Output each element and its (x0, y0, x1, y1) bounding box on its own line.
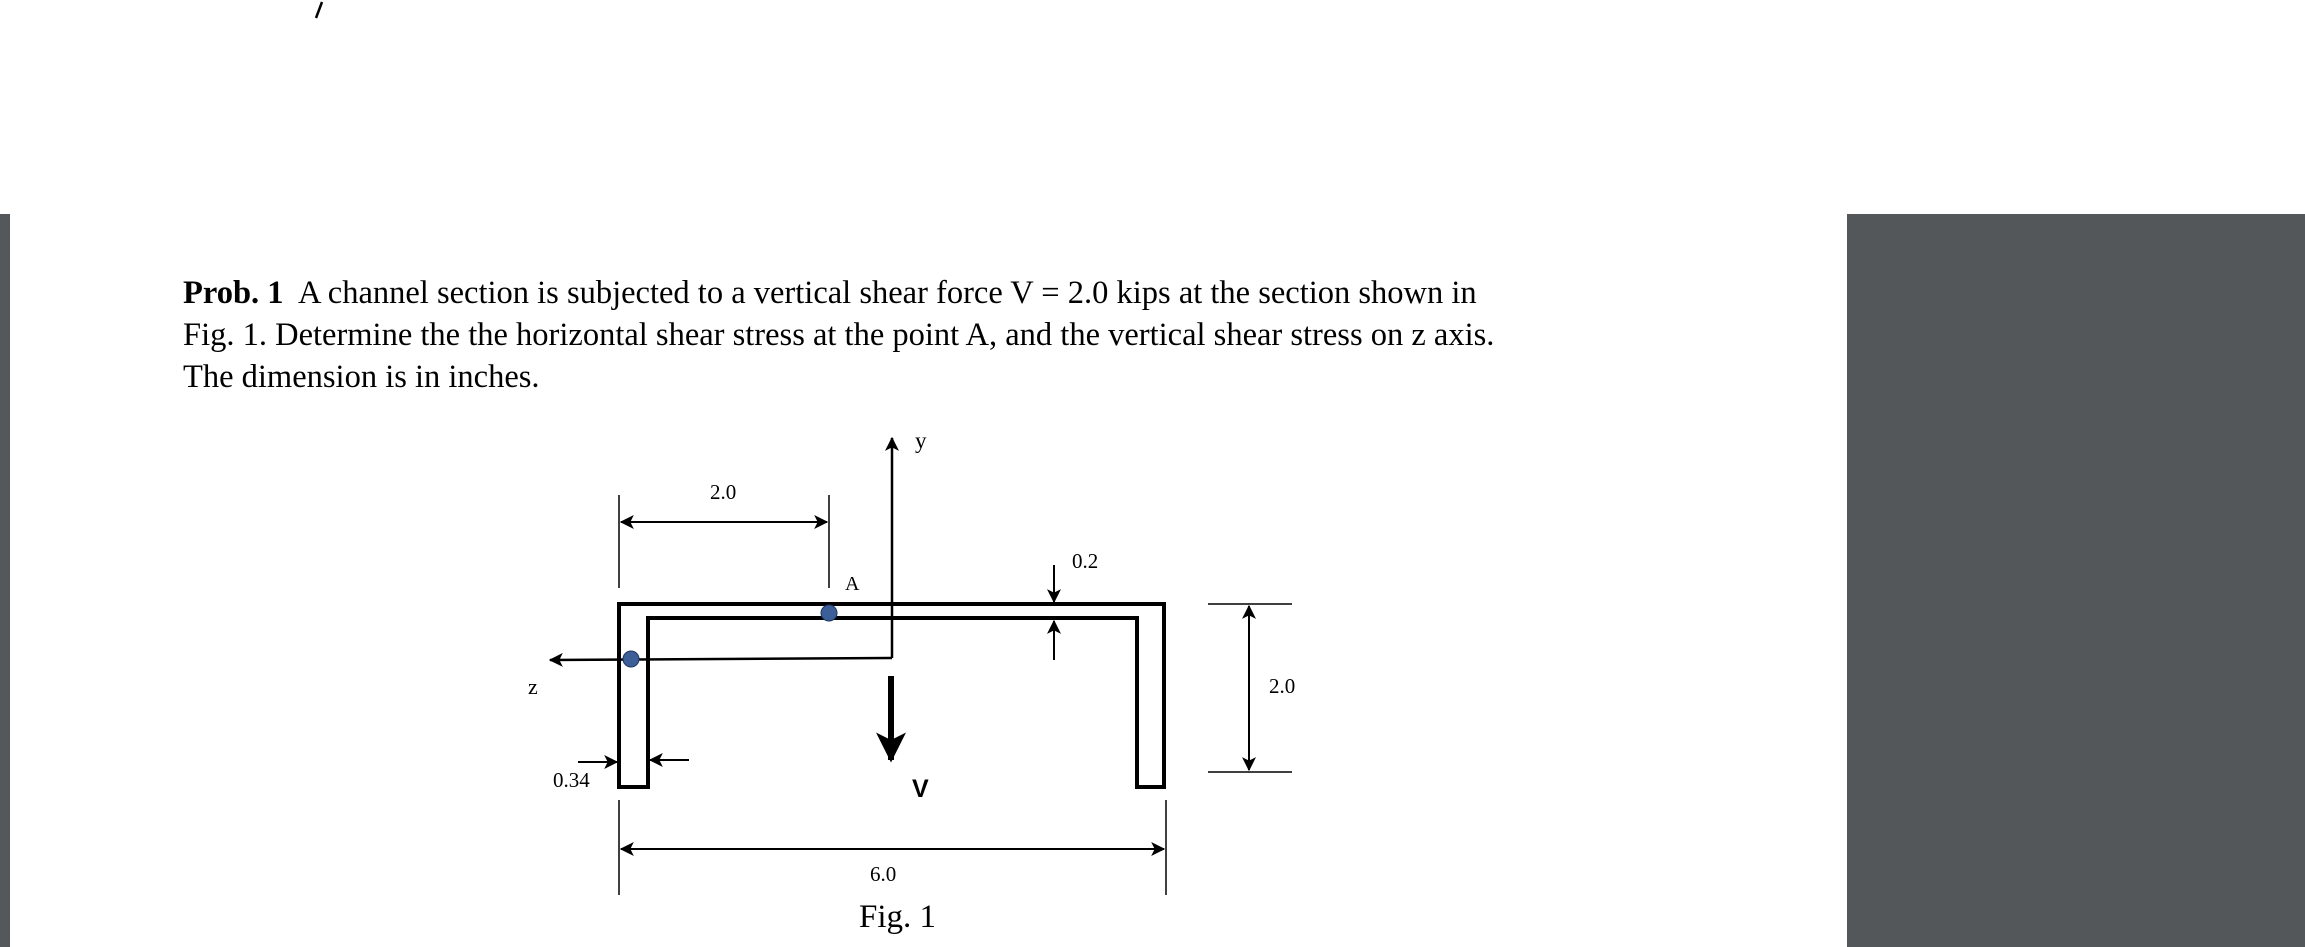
y-axis-label: y (915, 428, 927, 453)
point-z-marker (622, 650, 640, 668)
problem-label: Prob. 1 (183, 275, 284, 311)
channel-outline (617, 602, 1166, 789)
dim-height-label: 2.0 (1269, 674, 1295, 698)
figure-caption: Fig. 1 (859, 899, 936, 935)
point-a-label: A (845, 573, 860, 595)
z-axis-label: z (528, 674, 538, 699)
dim-top-width-label: 2.0 (710, 480, 736, 504)
problem-line-1: Prob. 1 A channel section is subjected t… (183, 272, 1743, 314)
left-viewer-edge (0, 214, 10, 947)
stray-mark (314, 1, 324, 19)
document-page: Prob. 1 A channel section is subjected t… (10, 214, 1847, 947)
shear-force-label: V (912, 775, 929, 803)
top-blank-area (0, 0, 2305, 214)
problem-statement: Prob. 1 A channel section is subjected t… (183, 272, 1743, 398)
problem-line-2: Fig. 1. Determine the the horizontal she… (183, 317, 1495, 353)
viewer-side-panel (1847, 214, 2305, 947)
z-axis-line (548, 652, 893, 667)
dim-web-thickness-label: 0.34 (553, 768, 590, 792)
problem-line-3: The dimension is in inches. (183, 359, 540, 395)
dim-flange-thickness-label: 0.2 (1072, 549, 1098, 573)
point-a-marker (820, 604, 838, 622)
dim-total-width-label: 6.0 (870, 862, 896, 886)
problem-text-1: A channel section is subjected to a vert… (297, 275, 1477, 311)
